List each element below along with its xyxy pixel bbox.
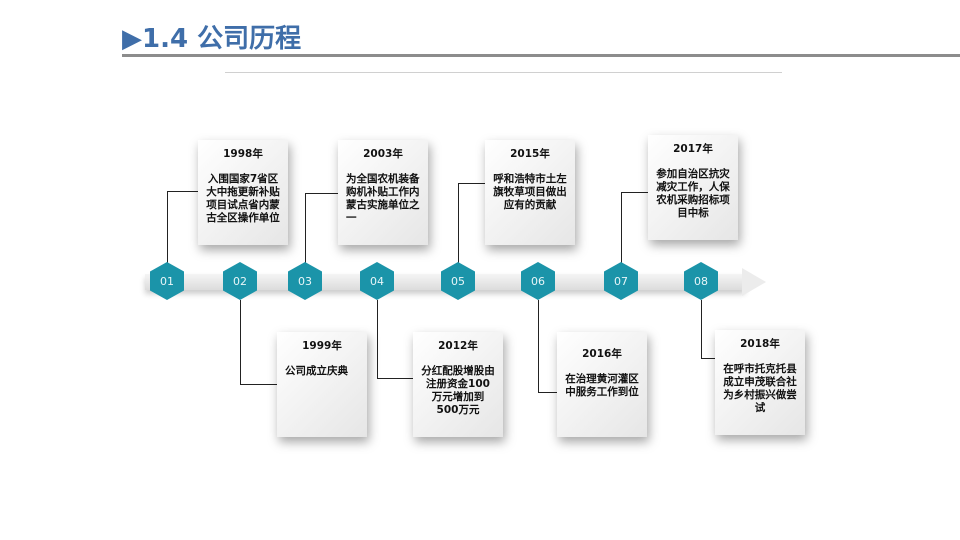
event-year: 2003年	[363, 148, 403, 160]
timeline-node: 04	[360, 262, 394, 300]
connector-line	[377, 378, 413, 379]
event-text: 参加自治区抗灾减灾工作，人保农机采购招标项目中标	[656, 168, 730, 219]
connector-line	[167, 191, 198, 192]
event-text: 在呼市托克托县成立申茂联合社为乡村振兴做尝试	[723, 363, 797, 414]
connector-line	[377, 300, 378, 378]
connector-line	[538, 392, 557, 393]
event-year: 1999年	[302, 340, 342, 352]
connector-line	[621, 192, 622, 263]
event-card: 2015年呼和浩特市土左旗牧草项目做出应有的贡献	[485, 140, 575, 245]
timeline-node: 01	[150, 262, 184, 300]
timeline-arrow-icon	[742, 268, 766, 296]
connector-line	[701, 300, 702, 358]
connector-line	[621, 192, 648, 193]
timeline-node: 05	[441, 262, 475, 300]
event-card: 2016年在治理黄河灌区中服务工作到位	[557, 332, 647, 437]
subtitle-divider	[225, 72, 782, 73]
title-divider	[122, 54, 960, 57]
timeline-node: 03	[288, 262, 322, 300]
event-year: 1998年	[223, 148, 263, 160]
connector-line	[538, 300, 539, 392]
connector-line	[701, 358, 715, 359]
connector-line	[240, 384, 277, 385]
event-text: 公司成立庆典	[285, 365, 348, 377]
timeline-node: 06	[521, 262, 555, 300]
connector-line	[305, 193, 306, 263]
event-card: 1999年公司成立庆典	[277, 332, 367, 437]
event-card: 2018年在呼市托克托县成立申茂联合社为乡村振兴做尝试	[715, 330, 805, 435]
event-year: 2018年	[740, 338, 780, 350]
event-card: 2003年为全国农机装备购机补贴工作内蒙古实施单位之一	[338, 140, 428, 245]
connector-line	[167, 191, 168, 263]
timeline-node: 07	[604, 262, 638, 300]
event-card: 1998年入围国家7省区大中拖更新补贴项目试点省内蒙古全区操作单位	[198, 140, 288, 245]
event-text: 为全国农机装备购机补贴工作内蒙古实施单位之一	[346, 173, 420, 224]
event-text: 在治理黄河灌区中服务工作到位	[565, 373, 639, 398]
event-year: 2016年	[582, 348, 622, 360]
event-text: 呼和浩特市土左旗牧草项目做出应有的贡献	[493, 173, 567, 211]
event-card: 2012年分红配股增股由注册资金100万元增加到500万元	[413, 332, 503, 437]
event-year: 2015年	[510, 148, 550, 160]
event-card: 2017年参加自治区抗灾减灾工作，人保农机采购招标项目中标	[648, 135, 738, 240]
connector-line	[240, 300, 241, 384]
event-text: 入围国家7省区大中拖更新补贴项目试点省内蒙古全区操作单位	[206, 173, 280, 224]
timeline-node: 08	[684, 262, 718, 300]
page-title: ▶1.4 公司历程	[122, 24, 302, 54]
event-year: 2017年	[673, 143, 713, 155]
connector-line	[458, 183, 485, 184]
event-text: 分红配股增股由注册资金100万元增加到500万元	[421, 365, 495, 416]
timeline-node: 02	[223, 262, 257, 300]
connector-line	[458, 183, 459, 263]
connector-line	[305, 193, 338, 194]
event-year: 2012年	[438, 340, 478, 352]
